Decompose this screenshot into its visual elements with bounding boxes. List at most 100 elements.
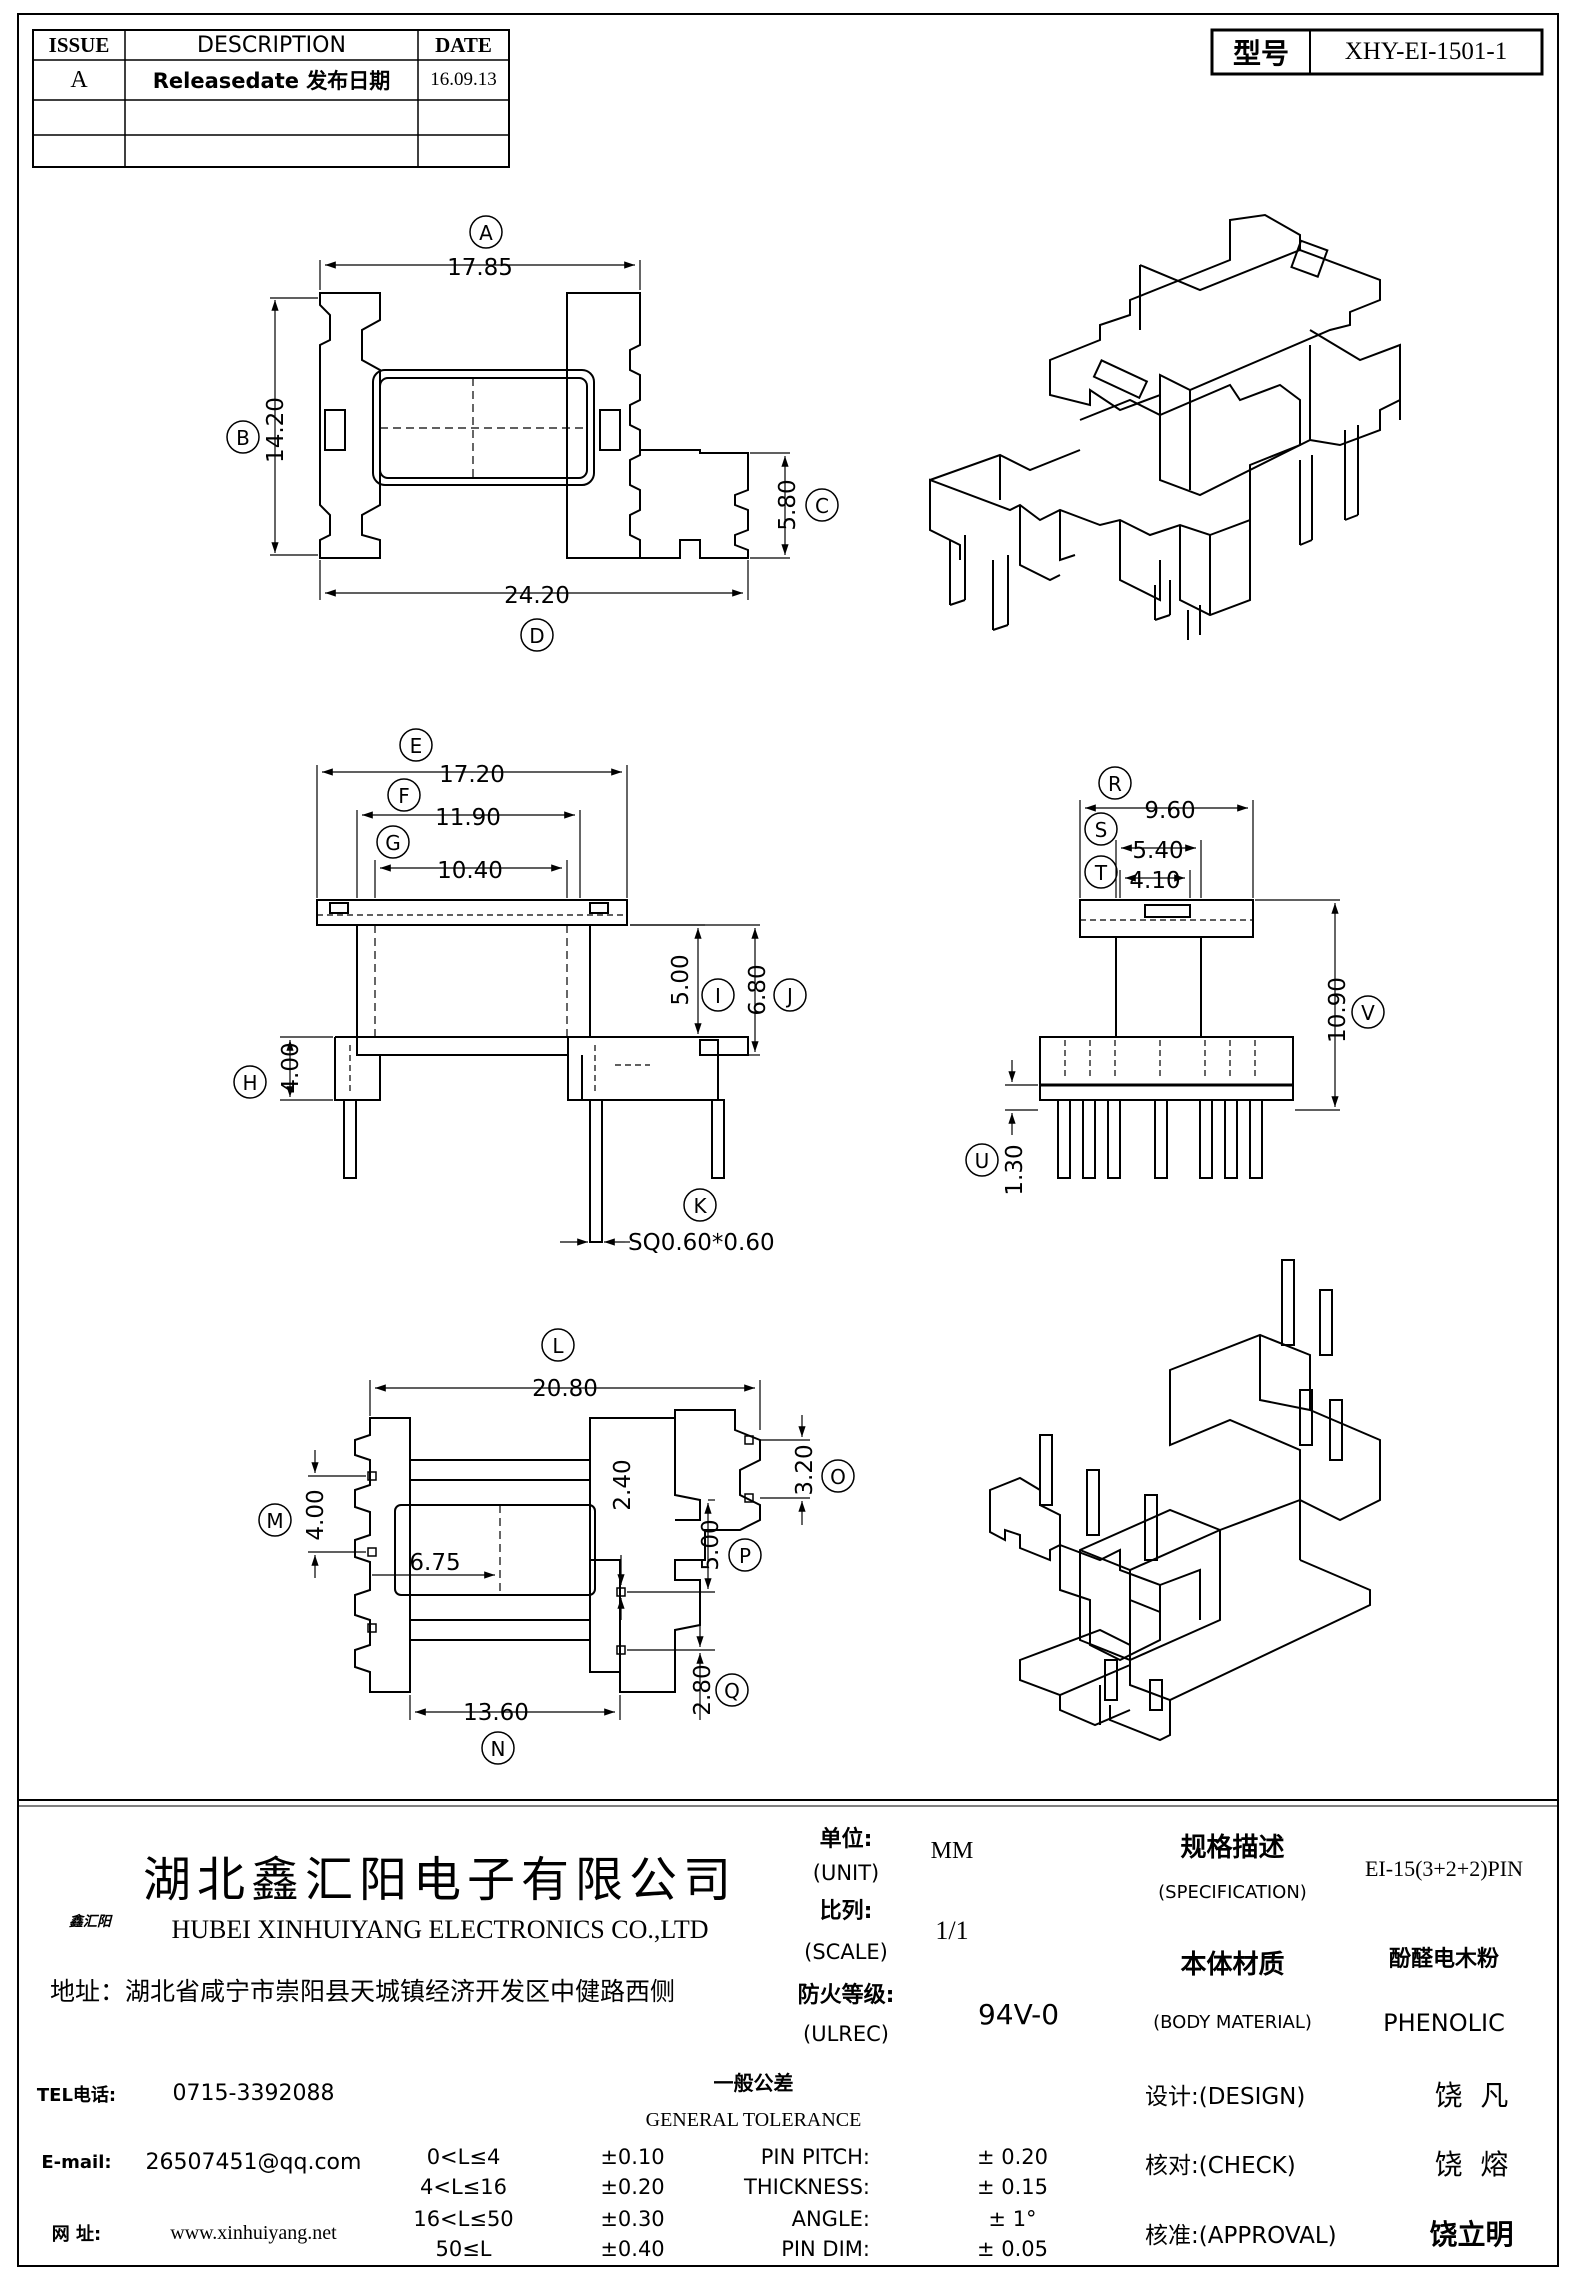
unit-value: MM [930, 1838, 974, 1864]
unit-label: 单位: [819, 1826, 873, 1852]
spec-label-en: (SPECIFICATION) [1158, 1882, 1307, 1903]
tol-item-3: ANGLE: [791, 2207, 870, 2231]
dim-letter-R: R [1108, 772, 1122, 796]
material-label: 本体材质 [1180, 1950, 1285, 1980]
dim-letter-A: A [479, 221, 493, 245]
tol-value-1: ±0.10 [600, 2145, 665, 2169]
email-value[interactable]: 26507451@qq.com [145, 2150, 362, 2175]
dim-O: 3.20 [792, 1444, 818, 1495]
spec-label: 规格描述 [1180, 1832, 1285, 1863]
material-value: PHENOLIC [1383, 2008, 1505, 2037]
dim-G: 10.40 [437, 858, 503, 884]
front-view [233, 728, 807, 1246]
dim-R: 9.60 [1144, 798, 1195, 824]
dim-letter-B: B [236, 426, 250, 450]
spec-value: EI-15(3+2+2)PIN [1364, 1856, 1523, 1881]
dim-letter-L: L [552, 1334, 564, 1358]
dim-letter-U: U [975, 1149, 990, 1173]
web-value[interactable]: www.xinhuiyang.net [170, 2221, 337, 2244]
dim-T: 4.10 [1129, 868, 1180, 894]
dim-U: 1.30 [1002, 1144, 1028, 1195]
rev-header-description: DESCRIPTION [197, 32, 346, 58]
tolerance-title-en: GENERAL TOLERANCE [645, 2108, 862, 2131]
dim-P: 5.00 [698, 1519, 724, 1570]
company-name-cn: 湖北鑫汇阳电子有限公司 [142, 1854, 737, 1907]
dim-C: 5.80 [775, 479, 801, 530]
bottom-view [258, 1328, 855, 1765]
check-name: 饶 熔 [1434, 2147, 1509, 2181]
dimension-labels: A B C D E F G H I J K R S T U V L M N O … [236, 221, 1375, 1761]
dim-E: 17.20 [439, 762, 505, 788]
fire-rating-label-en: (ULREC) [803, 2021, 889, 2046]
dim-V: 10.90 [1325, 977, 1351, 1043]
dim-M: 4.00 [303, 1489, 329, 1540]
dim-L: 20.80 [532, 1376, 598, 1402]
dim-F: 11.90 [435, 805, 501, 831]
fire-rating-label: 防火等级: [797, 1982, 895, 2008]
tol-range-3: 16<L≤50 [413, 2207, 514, 2231]
dim-letter-P: P [739, 1544, 751, 1568]
tol-item-2: THICKNESS: [744, 2175, 870, 2199]
model-value: XHY-EI-1501-1 [1344, 38, 1508, 65]
dim-B: 14.20 [263, 397, 289, 463]
web-label: 网 址: [51, 2224, 102, 2245]
dim-A: 17.85 [447, 255, 513, 281]
dim-letter-F: F [398, 784, 410, 808]
dim-letter-M: M [266, 1509, 283, 1533]
tol-value-2: ±0.20 [600, 2175, 665, 2199]
dim-S: 5.40 [1132, 838, 1183, 864]
check-label: 核对:(CHECK) [1145, 2152, 1296, 2179]
dim-letter-Q: Q [724, 1679, 740, 1703]
dim-letter-T: T [1094, 861, 1108, 885]
tol-range-2: 4<L≤16 [420, 2175, 507, 2199]
rev-header-issue: ISSUE [48, 32, 110, 57]
rev-row-issue: A [70, 66, 88, 93]
tol-item-value-1: ± 0.20 [976, 2145, 1049, 2169]
dim-J: 6.80 [745, 964, 771, 1015]
dim-letter-H: H [242, 1071, 257, 1095]
isometric-view-1 [929, 213, 1401, 640]
dim-letter-N: N [491, 1737, 506, 1761]
email-label: E-mail: [41, 2152, 112, 2173]
fire-rating-value: 94V-0 [977, 1997, 1060, 2031]
technical-drawing [226, 213, 1401, 1765]
model-label: 型号 [1232, 37, 1289, 70]
model-box [1210, 28, 1544, 76]
tol-item-value-3: ± 1° [988, 2207, 1037, 2231]
unit-label-en: (UNIT) [812, 1861, 880, 1885]
scale-label-en: (SCALE) [804, 1939, 888, 1964]
dim-letter-D: D [529, 624, 544, 648]
design-name: 饶 凡 [1434, 2078, 1509, 2112]
dim-letter-K: K [693, 1194, 707, 1218]
approval-name: 饶立明 [1429, 2218, 1514, 2251]
tol-range-4: 50≤L [435, 2237, 492, 2261]
dim-letter-C: C [815, 494, 829, 518]
tol-range-1: 0<L≤4 [426, 2145, 501, 2169]
dim-letter-S: S [1095, 818, 1108, 842]
dim-N: 13.60 [463, 1700, 529, 1726]
isometric-view-2 [989, 1259, 1381, 1742]
revision-table-grid [32, 29, 510, 168]
dim-6-75: 6.75 [409, 1550, 460, 1576]
dim-letter-I: I [715, 984, 721, 1008]
dim-letter-J: J [785, 984, 793, 1008]
approval-label: 核准:(APPROVAL) [1145, 2223, 1337, 2249]
dim-D: 24.20 [504, 583, 570, 609]
dim-letter-O: O [830, 1465, 846, 1489]
tol-value-4: ±0.40 [600, 2237, 665, 2261]
dim-letter-G: G [385, 831, 401, 855]
top-view [226, 215, 839, 652]
tel-value: 0715-3392088 [172, 2081, 335, 2106]
design-label: 设计:(DESIGN) [1145, 2083, 1306, 2110]
side-view [965, 766, 1385, 1179]
dim-letter-E: E [410, 734, 423, 758]
material-label-en: (BODY MATERIAL) [1153, 2012, 1312, 2033]
dim-H: 4.00 [278, 1042, 304, 1093]
material-cn: 酚醛电木粉 [1388, 1946, 1499, 1972]
company-address: 地址：湖北省咸宁市崇阳县天城镇经济开发区中健路西侧 [50, 1977, 676, 2006]
tol-value-3: ±0.30 [600, 2207, 665, 2231]
scale-label: 比列: [819, 1899, 873, 1924]
rev-row-description: Releasedate 发布日期 [152, 69, 391, 93]
tol-item-1: PIN PITCH: [760, 2145, 870, 2169]
company-name-en: HUBEI XINHUIYANG ELECTRONICS CO.,LTD [171, 1915, 709, 1944]
